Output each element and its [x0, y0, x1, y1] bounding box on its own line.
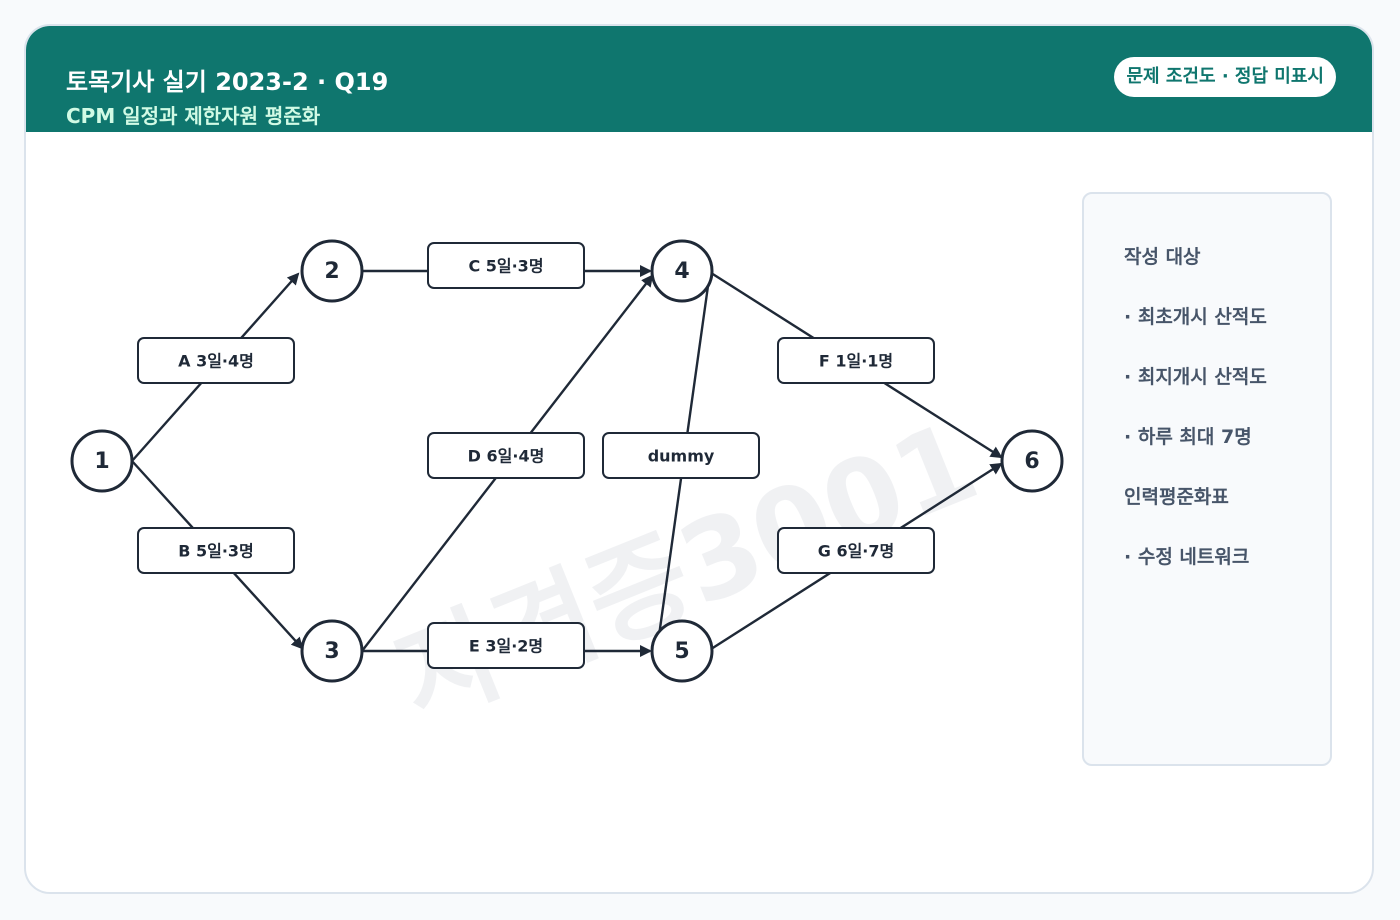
panel-item-late-start: · 최지개시 산적도 [1124, 366, 1267, 388]
node-5-label: 5 [674, 639, 689, 664]
activity-A-label: A 3일·4명 [178, 352, 254, 371]
activity-B-label: B 5일·3명 [178, 542, 254, 561]
problem-card: 토목기사 실기 2023-2 · Q19 CPM 일정과 제한자원 평준화 문제… [24, 24, 1374, 894]
node-3-label: 3 [324, 639, 339, 664]
activity-F-label: F 1일·1명 [819, 352, 893, 371]
node-6-label: 6 [1024, 449, 1039, 474]
panel-heading-leveling: 인력평준화표 [1124, 486, 1229, 508]
activity-B: B 5일·3명 [137, 527, 295, 574]
status-badge: 문제 조건도 · 정답 미표시 [1114, 57, 1336, 97]
header-bar: 토목기사 실기 2023-2 · Q19 CPM 일정과 제한자원 평준화 문제… [26, 26, 1372, 132]
activity-D: D 6일·4명 [427, 432, 585, 479]
activity-E-label: E 3일·2명 [469, 637, 543, 656]
node-4: 4 [650, 239, 714, 303]
node-1-label: 1 [94, 449, 109, 474]
panel-item-max-workers: · 하루 최대 7명 [1124, 426, 1252, 448]
panel-heading-target: 작성 대상 [1124, 246, 1201, 268]
activity-E: E 3일·2명 [427, 622, 585, 669]
node-5: 5 [650, 619, 714, 683]
activity-G-label: G 6일·7명 [818, 542, 895, 561]
requirements-panel: 작성 대상 · 최초개시 산적도 · 최지개시 산적도 · 하루 최대 7명 인… [1082, 192, 1332, 766]
cpm-network-diagram: 자격증3001 A 3일·4명 [70, 239, 1064, 744]
activity-dummy-label: dummy [648, 447, 715, 466]
activity-D-label: D 6일·4명 [468, 447, 545, 466]
activity-G: G 6일·7명 [777, 527, 935, 574]
node-6: 6 [1000, 429, 1064, 493]
page-subtitle: CPM 일정과 제한자원 평준화 [66, 104, 321, 128]
node-2: 2 [300, 239, 364, 303]
panel-item-early-start: · 최초개시 산적도 [1124, 306, 1267, 328]
page-title: 토목기사 실기 2023-2 · Q19 [66, 68, 389, 96]
activity-C: C 5일·3명 [427, 242, 585, 289]
node-3: 3 [300, 619, 364, 683]
activity-F: F 1일·1명 [777, 337, 935, 384]
activity-A: A 3일·4명 [137, 337, 295, 384]
panel-item-revised-network: · 수정 네트워크 [1124, 546, 1250, 568]
node-2-label: 2 [324, 259, 339, 284]
activity-C-label: C 5일·3명 [468, 257, 543, 276]
activity-dummy: dummy [602, 432, 760, 479]
node-1: 1 [70, 429, 134, 493]
node-4-label: 4 [674, 259, 689, 284]
